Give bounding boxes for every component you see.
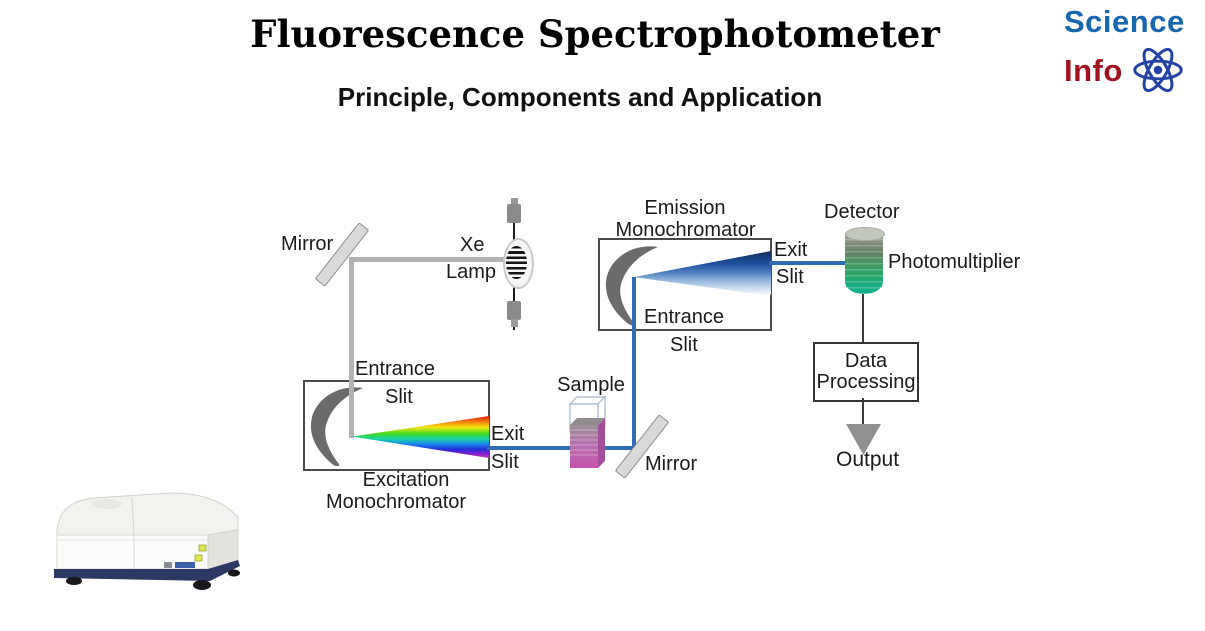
output-label: Output bbox=[836, 448, 900, 471]
lamp-bottom-nub bbox=[511, 319, 518, 327]
emission-exit-label: Exit bbox=[774, 239, 808, 261]
detector-label: Detector bbox=[824, 201, 900, 223]
lamp-label: Lamp bbox=[446, 261, 497, 283]
mirror-top-label: Mirror bbox=[281, 233, 334, 255]
data-processing-label-line2: Processing bbox=[816, 371, 916, 393]
data-processing-label-line1: Data bbox=[844, 350, 888, 372]
photomultiplier-label: Photomultiplier bbox=[888, 251, 1021, 273]
page-subtitle: Principle, Components and Application bbox=[337, 82, 823, 112]
emission-exit-slit-label: Slit bbox=[776, 266, 804, 288]
excitation-name-line2: Monochromator bbox=[325, 491, 467, 513]
excitation-grating-icon bbox=[310, 387, 363, 467]
emission-entrance-slit-label: Slit bbox=[670, 334, 698, 356]
lamp-bottom-electrode bbox=[507, 301, 521, 320]
sample-label: Sample bbox=[557, 374, 625, 396]
xe-lamp-coil bbox=[506, 246, 527, 279]
photomultiplier-tube-top bbox=[845, 227, 885, 241]
sample-cuvette-icon bbox=[568, 395, 607, 468]
emission-name-line2: Monochromator bbox=[615, 219, 756, 241]
science-info-logo: Science Info bbox=[1064, 6, 1204, 96]
emission-entrance-label: Entrance bbox=[644, 306, 725, 328]
excitation-entrance-slit-label: Slit bbox=[385, 386, 413, 408]
data-processing-box: Data Processing bbox=[813, 342, 919, 402]
lamp-top-nub bbox=[511, 198, 518, 206]
excitation-exit-slit-label: Slit bbox=[491, 451, 519, 473]
beam-lamp-to-mirror bbox=[352, 257, 505, 262]
beam-emission-to-detector bbox=[769, 261, 846, 265]
logo-word-science: Science bbox=[1064, 4, 1185, 39]
emission-name-line1: Emission bbox=[644, 197, 726, 219]
beam-mirror-to-excitation bbox=[349, 257, 354, 438]
line-processing-to-output bbox=[862, 398, 864, 426]
mirror-bottom-label: Mirror bbox=[645, 453, 698, 475]
lamp-top-electrode bbox=[507, 204, 521, 223]
line-detector-to-processing bbox=[862, 294, 864, 342]
atom-icon bbox=[1133, 47, 1183, 93]
logo-word-info: Info bbox=[1064, 52, 1123, 88]
beam-mirror-to-emission bbox=[632, 277, 636, 448]
spectrophotometer-instrument-image bbox=[54, 492, 240, 590]
excitation-exit-label: Exit bbox=[491, 423, 525, 445]
page-title: Fluorescence Spectrophotometer bbox=[250, 12, 940, 56]
excitation-name-line1: Excitation bbox=[362, 469, 450, 491]
excitation-entrance-label: Entrance bbox=[355, 358, 436, 380]
xe-label: Xe bbox=[460, 234, 485, 256]
beam-excitation-to-sample bbox=[487, 446, 636, 450]
photomultiplier-tube bbox=[845, 233, 883, 294]
emission-grating-icon bbox=[605, 246, 658, 326]
